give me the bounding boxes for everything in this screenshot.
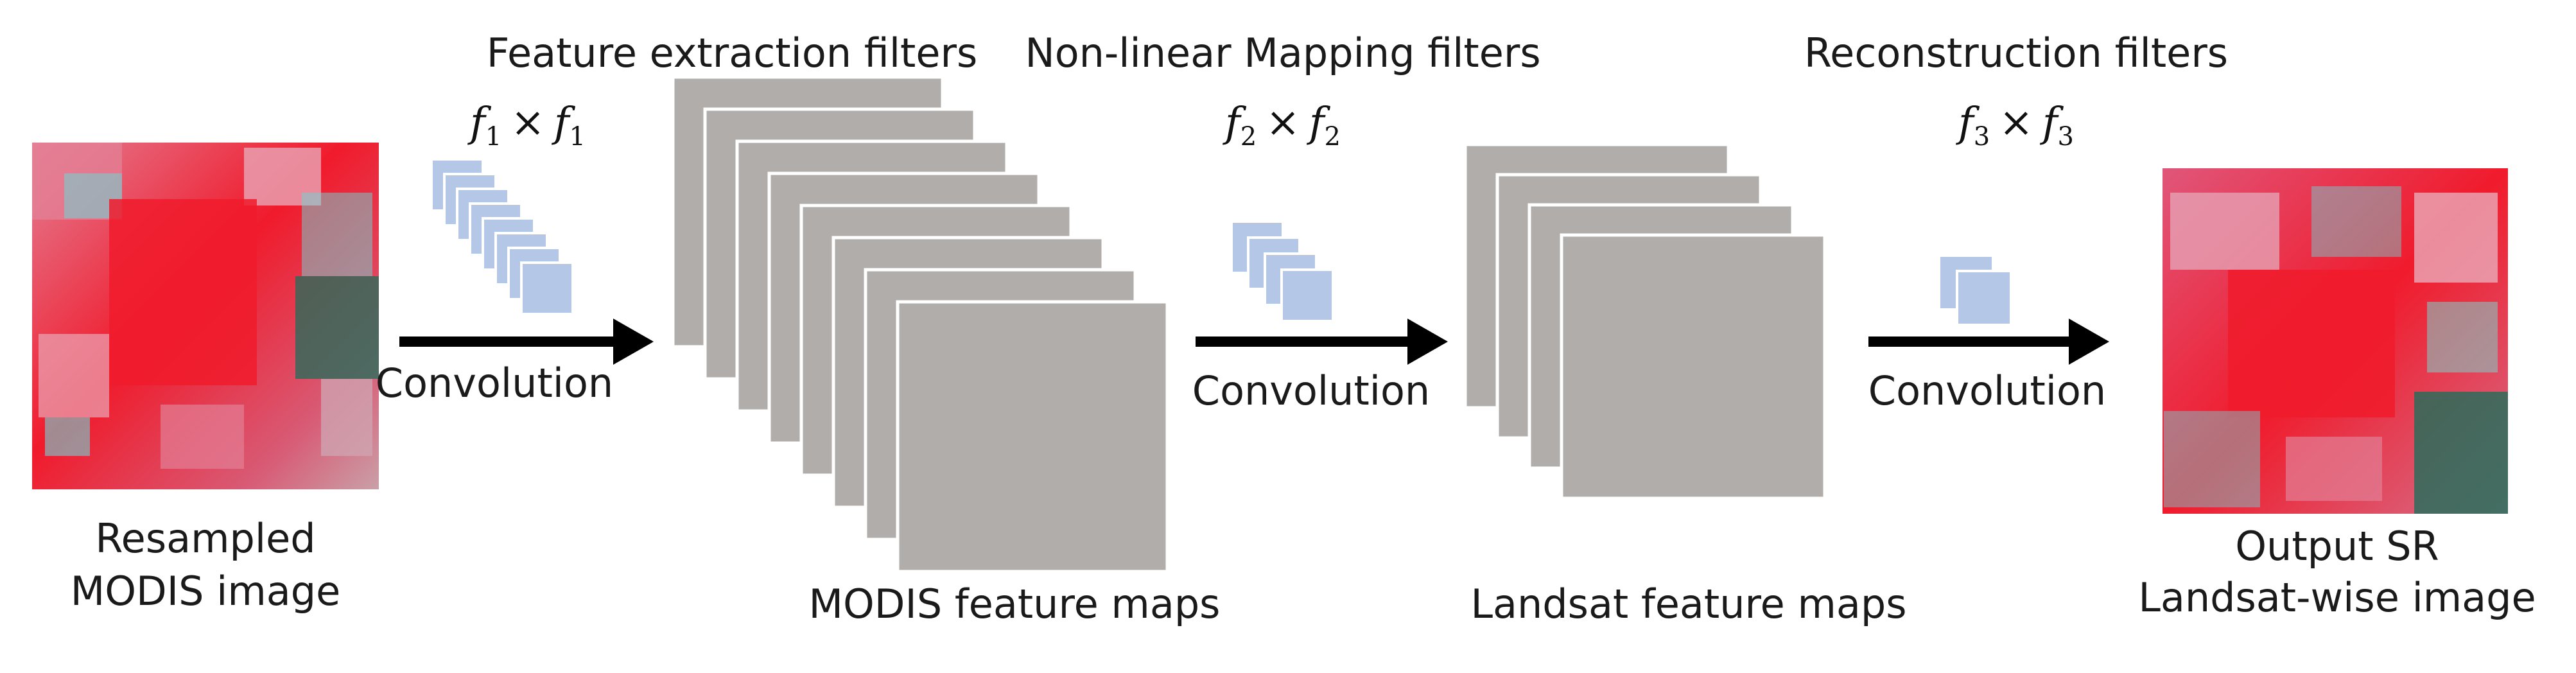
- nonlinear-mapping-filter-size: f2×f2: [1223, 99, 1341, 152]
- feature-map-1-8: [896, 300, 1169, 573]
- feature-extraction-filter-size: f1×f1: [467, 99, 586, 152]
- input-image: [32, 143, 379, 489]
- filter-2-4: [1280, 268, 1334, 322]
- convolution-arrow-2: [1196, 319, 1448, 365]
- filter-1-8: [520, 261, 574, 315]
- reconstruction-filter-stack: [1938, 254, 2012, 326]
- filter-3-2: [1956, 270, 2012, 326]
- reconstruction-filter-size: f3×f3: [1956, 99, 2074, 152]
- nonlinear-mapping-filter-stack: [1230, 220, 1334, 322]
- output-caption-line1: Output SR: [2235, 523, 2439, 570]
- output-image: [2163, 168, 2508, 514]
- input-caption-line1: Resampled: [95, 515, 315, 562]
- convolution-arrow-3: [1868, 319, 2109, 365]
- convolution-arrow-1: [399, 319, 654, 365]
- feature-map-2-4: [1560, 233, 1827, 500]
- landsat-feature-maps-caption: Landsat feature maps: [1470, 581, 1906, 627]
- feature-extraction-filter-stack: [430, 158, 574, 315]
- landsat-feature-maps-stack: [1463, 143, 1827, 500]
- input-caption-line2: MODIS image: [71, 568, 341, 615]
- modis-feature-maps-stack: [671, 75, 1169, 573]
- reconstruction-title: Reconstruction filters: [1804, 30, 2228, 76]
- modis-feature-maps-caption: MODIS feature maps: [809, 581, 1221, 627]
- convolution-label-3: Convolution: [1868, 367, 2106, 414]
- output-caption-line2: Landsat-wise image: [2138, 574, 2536, 621]
- convolution-label-2: Convolution: [1192, 367, 1430, 414]
- nonlinear-mapping-title: Non-linear Mapping filters: [1025, 30, 1540, 76]
- feature-extraction-title: Feature extraction filters: [487, 30, 978, 76]
- convolution-label-1: Convolution: [376, 360, 613, 406]
